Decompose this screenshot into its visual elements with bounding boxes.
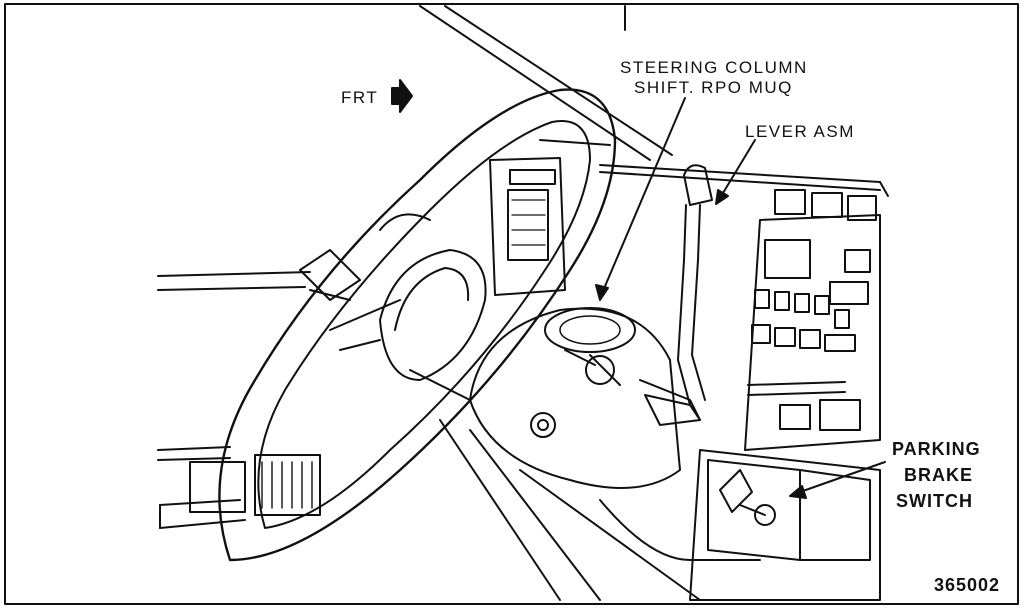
parking-brake-label-line2: BRAKE [904, 465, 974, 485]
steering-wheel [218, 88, 617, 562]
steering-column-label-line2: SHIFT. RPO MUQ [634, 78, 793, 97]
steering-column [469, 307, 701, 489]
lever-label: LEVER ASM [745, 122, 855, 141]
front-arrow-icon [391, 79, 413, 113]
windshield-pillar [419, 5, 673, 161]
parking-brake-label-line1: PARKING [892, 439, 981, 459]
steering-column-leader-arrow-icon [595, 284, 609, 301]
steering-column-label-line1: STEERING COLUMN [620, 58, 808, 77]
left-dash-vent [189, 454, 321, 516]
floor-lines [439, 419, 761, 601]
parking-brake-switch-housing [689, 449, 881, 601]
door-sill [157, 271, 311, 529]
lever-leader [719, 139, 756, 199]
front-label: FRT [341, 88, 379, 107]
left-instrument-pod [489, 157, 566, 296]
shift-lever [644, 164, 713, 426]
parking-brake-leader [799, 461, 886, 493]
parking-brake-label-line3: SWITCH [896, 491, 973, 511]
dashboard-top [599, 164, 889, 197]
lever-leader-arrow-icon [715, 189, 729, 205]
parking-brake-leader-arrow-icon [789, 485, 807, 499]
figure-number: 365002 [934, 575, 1001, 595]
steering-column-leader [599, 97, 686, 299]
figure-border [4, 3, 1019, 605]
instrument-cluster [744, 189, 881, 451]
